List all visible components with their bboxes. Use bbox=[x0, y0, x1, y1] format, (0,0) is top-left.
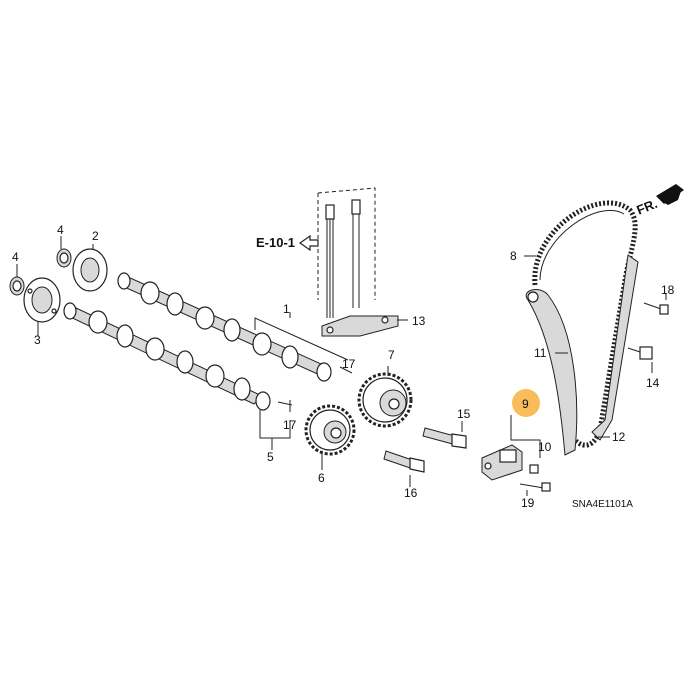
part-number: 4 bbox=[57, 223, 64, 237]
part-number: 15 bbox=[457, 407, 471, 421]
part-number: 17 bbox=[283, 418, 297, 432]
part-number: 5 bbox=[267, 450, 274, 464]
exhaust-sprocket bbox=[304, 404, 356, 456]
part-number: 9 bbox=[522, 397, 529, 411]
part-number: 18 bbox=[661, 283, 675, 297]
intake-camshaft bbox=[117, 272, 353, 382]
sprocket-bolt-16 bbox=[383, 450, 425, 473]
reference-label: E-10-1 bbox=[256, 235, 295, 250]
guide-bolt-18 bbox=[643, 302, 669, 315]
part-number: 7 bbox=[388, 348, 395, 362]
cover-bolt-group bbox=[317, 187, 399, 337]
part-number: 10 bbox=[538, 440, 552, 454]
drawing-code: SNA4E1101A bbox=[572, 499, 633, 510]
part-number: 1 bbox=[283, 302, 290, 316]
part-number: 2 bbox=[92, 229, 99, 243]
vtc-actuator bbox=[357, 372, 413, 428]
guide-bolt-14 bbox=[627, 346, 653, 360]
camshaft-seal-parts bbox=[9, 248, 108, 323]
tensioner-bolt bbox=[519, 482, 551, 492]
part-number: 13 bbox=[412, 314, 426, 328]
chain-tensioner bbox=[481, 444, 523, 481]
part-number: 19 bbox=[521, 496, 535, 510]
part-number: 11 bbox=[534, 346, 547, 360]
front-direction-arrow bbox=[656, 184, 684, 205]
tensioner-dowel bbox=[529, 464, 539, 474]
part-number: 8 bbox=[510, 249, 517, 263]
part-number: 12 bbox=[612, 430, 626, 444]
exhaust-camshaft bbox=[63, 302, 293, 411]
part-number: 3 bbox=[34, 333, 41, 347]
part-number: 16 bbox=[404, 486, 418, 500]
part-number: 4 bbox=[12, 250, 19, 264]
part-number: 6 bbox=[318, 471, 325, 485]
tensioner-arm bbox=[525, 289, 578, 456]
timing-chain bbox=[532, 200, 638, 448]
part-number: 17 bbox=[342, 357, 356, 371]
highlight-marker bbox=[512, 389, 540, 417]
sprocket-bolt-15 bbox=[422, 427, 467, 449]
part-number: 14 bbox=[646, 376, 660, 390]
reference-arrow bbox=[298, 234, 319, 252]
front-direction-label: FR. bbox=[634, 196, 659, 218]
chain-guide bbox=[591, 254, 639, 441]
leader-lines bbox=[16, 236, 667, 496]
